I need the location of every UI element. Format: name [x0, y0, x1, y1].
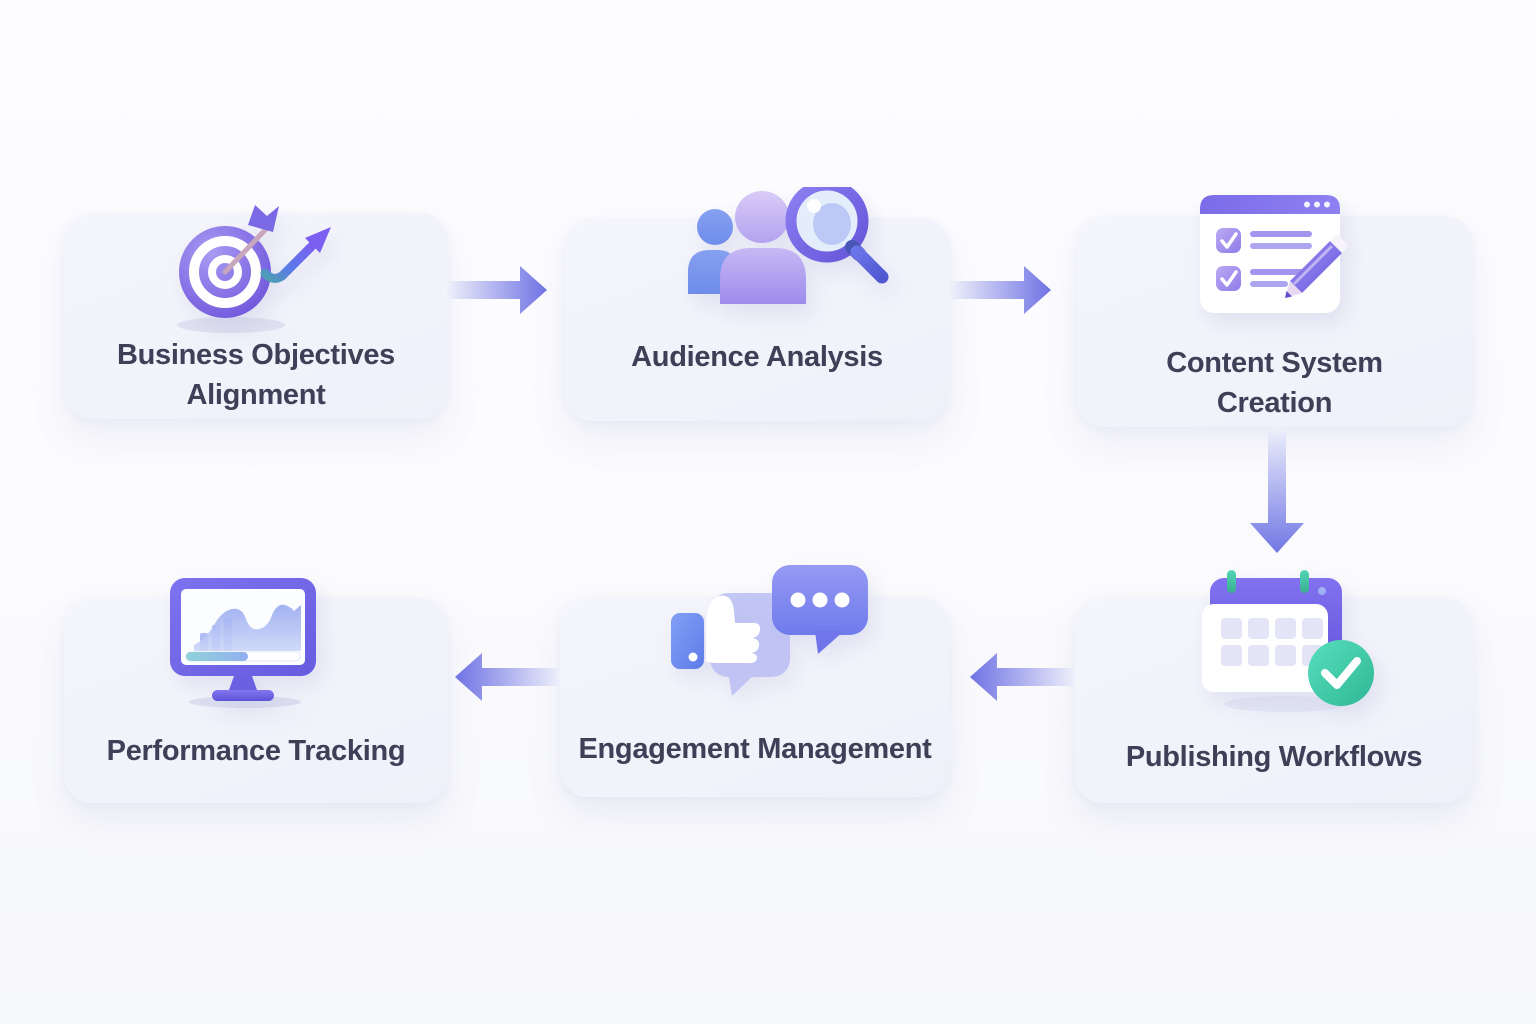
card-title: Performance Tracking [64, 731, 448, 771]
monitor-analytics-icon [160, 563, 330, 708]
card-audience-analysis: Audience Analysis [564, 187, 950, 421]
card-business-objectives-alignment: Business Objectives Alignment [64, 205, 448, 419]
card-title: Publishing Workflows [1075, 737, 1473, 777]
arrow-left-publishing-to-engagement [970, 647, 1075, 707]
card-title-line: Publishing Workflows [1125, 741, 1423, 773]
calendar-check-icon [1194, 558, 1384, 718]
card-title-line: Content System [1166, 347, 1383, 379]
thumbs-up-chat-icon [660, 555, 890, 700]
arrow-right-business-to-audience [447, 260, 547, 320]
card-performance-tracking: Performance Tracking [64, 578, 448, 803]
target-growth-icon [169, 203, 399, 343]
card-content-system-creation: Content System Creation [1076, 195, 1473, 427]
card-title: Engagement Management [560, 729, 950, 769]
card-title-line: Creation [1216, 387, 1333, 419]
card-publishing-workflows: Publishing Workflows [1075, 570, 1473, 803]
card-title-line: Alignment [186, 379, 326, 411]
checklist-pencil-icon [1190, 185, 1360, 325]
card-title: Business Objectives Alignment [64, 335, 448, 415]
card-title-line: Business Objectives [117, 339, 395, 371]
card-title-line: Audience Analysis [631, 341, 883, 373]
card-title-line: Performance Tracking [106, 735, 406, 767]
card-title: Content System Creation [1076, 343, 1473, 423]
arrow-left-engagement-to-performance [455, 647, 560, 707]
arrow-right-audience-to-content [951, 260, 1051, 320]
card-title-line: Engagement Management [578, 733, 932, 765]
arrow-down-content-to-publishing [1247, 428, 1307, 553]
card-title: Audience Analysis [564, 337, 950, 377]
card-engagement-management: Engagement Management [560, 565, 950, 797]
people-magnifier-icon [685, 187, 915, 317]
